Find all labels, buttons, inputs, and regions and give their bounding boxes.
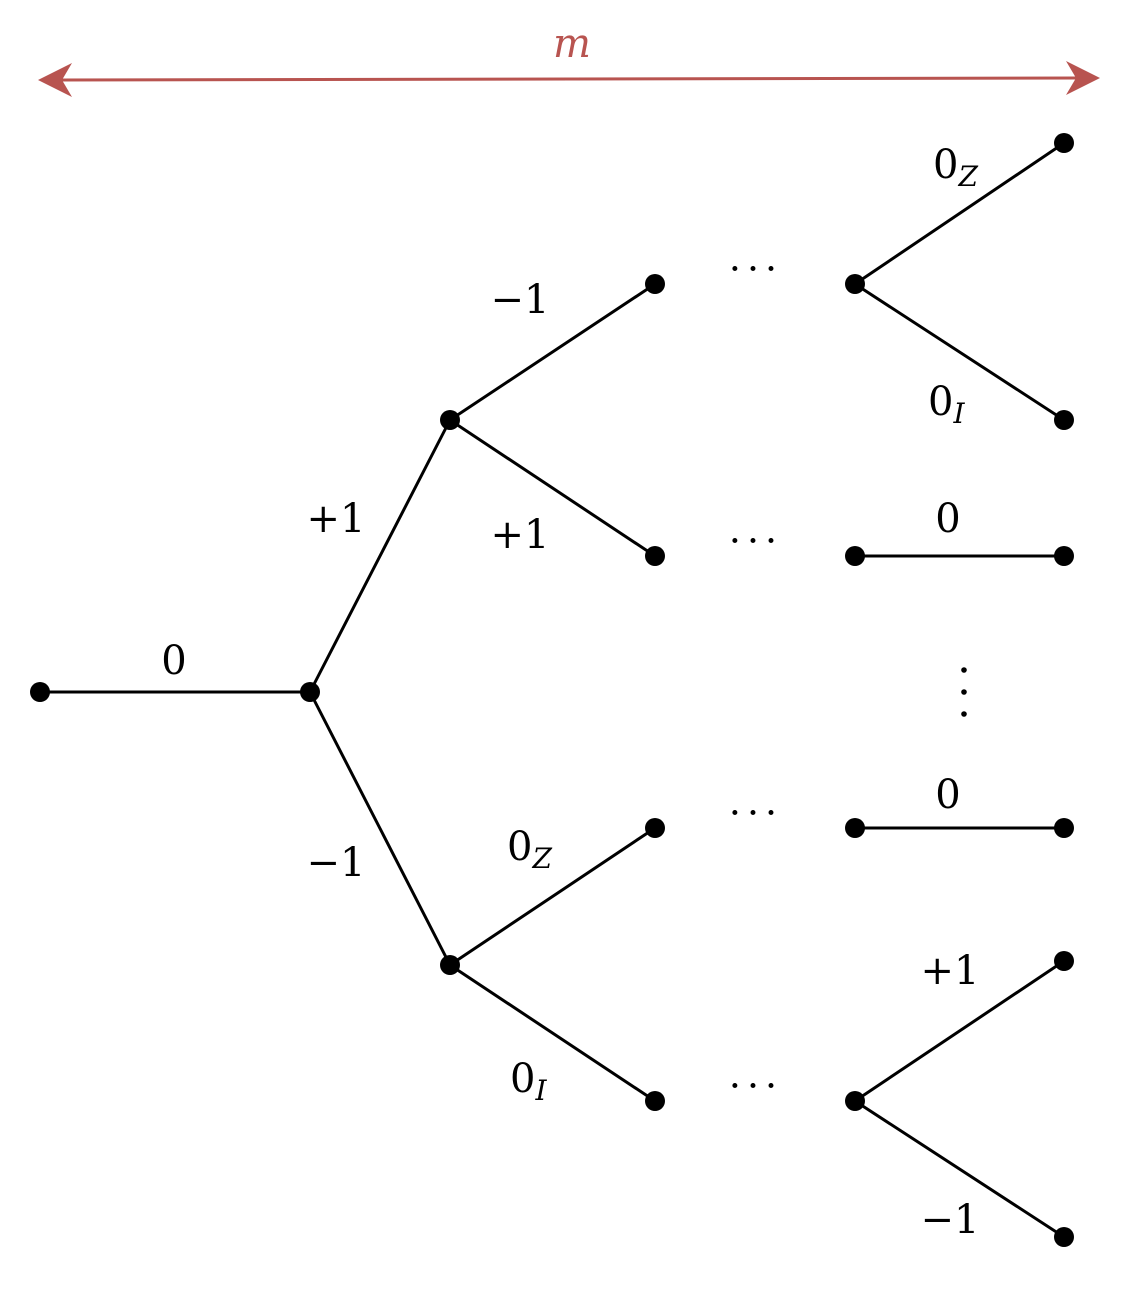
span-arrow-right-head [1066,61,1100,95]
label-root-edge: 0 [161,638,186,684]
edge-upper-down [448,418,657,558]
label-bottom-right-up: +1 [921,948,980,994]
node-leaf-5 [1054,951,1074,971]
node-pre-leaf-4 [845,1091,865,1111]
node-level3-3 [645,818,665,838]
edge-labels: 0 +1 −1 −1 +1 0Z 0I 0Z 0I 0 0 +1 −1 [161,142,979,1243]
label-upper-branch: +1 [307,496,366,542]
node-level3-2 [645,546,665,566]
edge-bottom-right-up [853,959,1066,1103]
node-pre-leaf-1 [845,274,865,294]
label-lower-branch: −1 [307,840,366,886]
nodes [30,133,1074,1247]
ellipsis-row1: ··· [729,247,783,291]
node-leaf-1 [1054,133,1074,153]
node-leaf-4 [1054,818,1074,838]
node-branch [300,682,320,702]
label-upper-up: −1 [491,277,550,323]
node-level3-4 [645,1091,665,1111]
ellipsis-row3: ··· [729,791,783,835]
edge-upper-branch [308,418,452,694]
ellipsis-row2: ··· [729,519,783,563]
label-lower-down: 0I [510,1056,547,1107]
node-lower [440,955,460,975]
edge-top-right-down [853,282,1066,422]
span-arrow-line [59,76,1079,82]
ellipsis-row4: ··· [729,1064,783,1108]
edge-upper-up [448,282,657,422]
node-level3-1 [645,274,665,294]
node-root [30,682,50,702]
node-leaf-6 [1054,1227,1074,1247]
node-pre-leaf-2 [845,546,865,566]
label-top-right-up: 0Z [933,142,978,193]
label-lower-up: 0Z [507,824,552,875]
label-row2-right: 0 [935,496,960,542]
span-arrow-left-head [38,63,72,97]
node-upper [440,410,460,430]
label-bottom-right-down: −1 [921,1197,980,1243]
vertical-ellipsis [961,667,967,717]
edges [38,141,1066,1239]
label-upper-down: +1 [491,512,550,558]
edge-top-right-up [853,141,1066,286]
ellipses: ··· ··· ··· ··· [729,247,967,1108]
label-row3-right: 0 [935,772,960,818]
edge-lower-up [448,826,657,967]
node-leaf-3 [1054,546,1074,566]
edge-bottom-right-down [853,1099,1066,1239]
edge-lower-branch [308,690,452,967]
edge-lower-down [448,963,657,1103]
span-arrow: m [38,21,1100,97]
label-top-right-down: 0I [928,379,965,430]
span-label: m [553,21,591,67]
node-leaf-2 [1054,410,1074,430]
node-pre-leaf-3 [845,818,865,838]
